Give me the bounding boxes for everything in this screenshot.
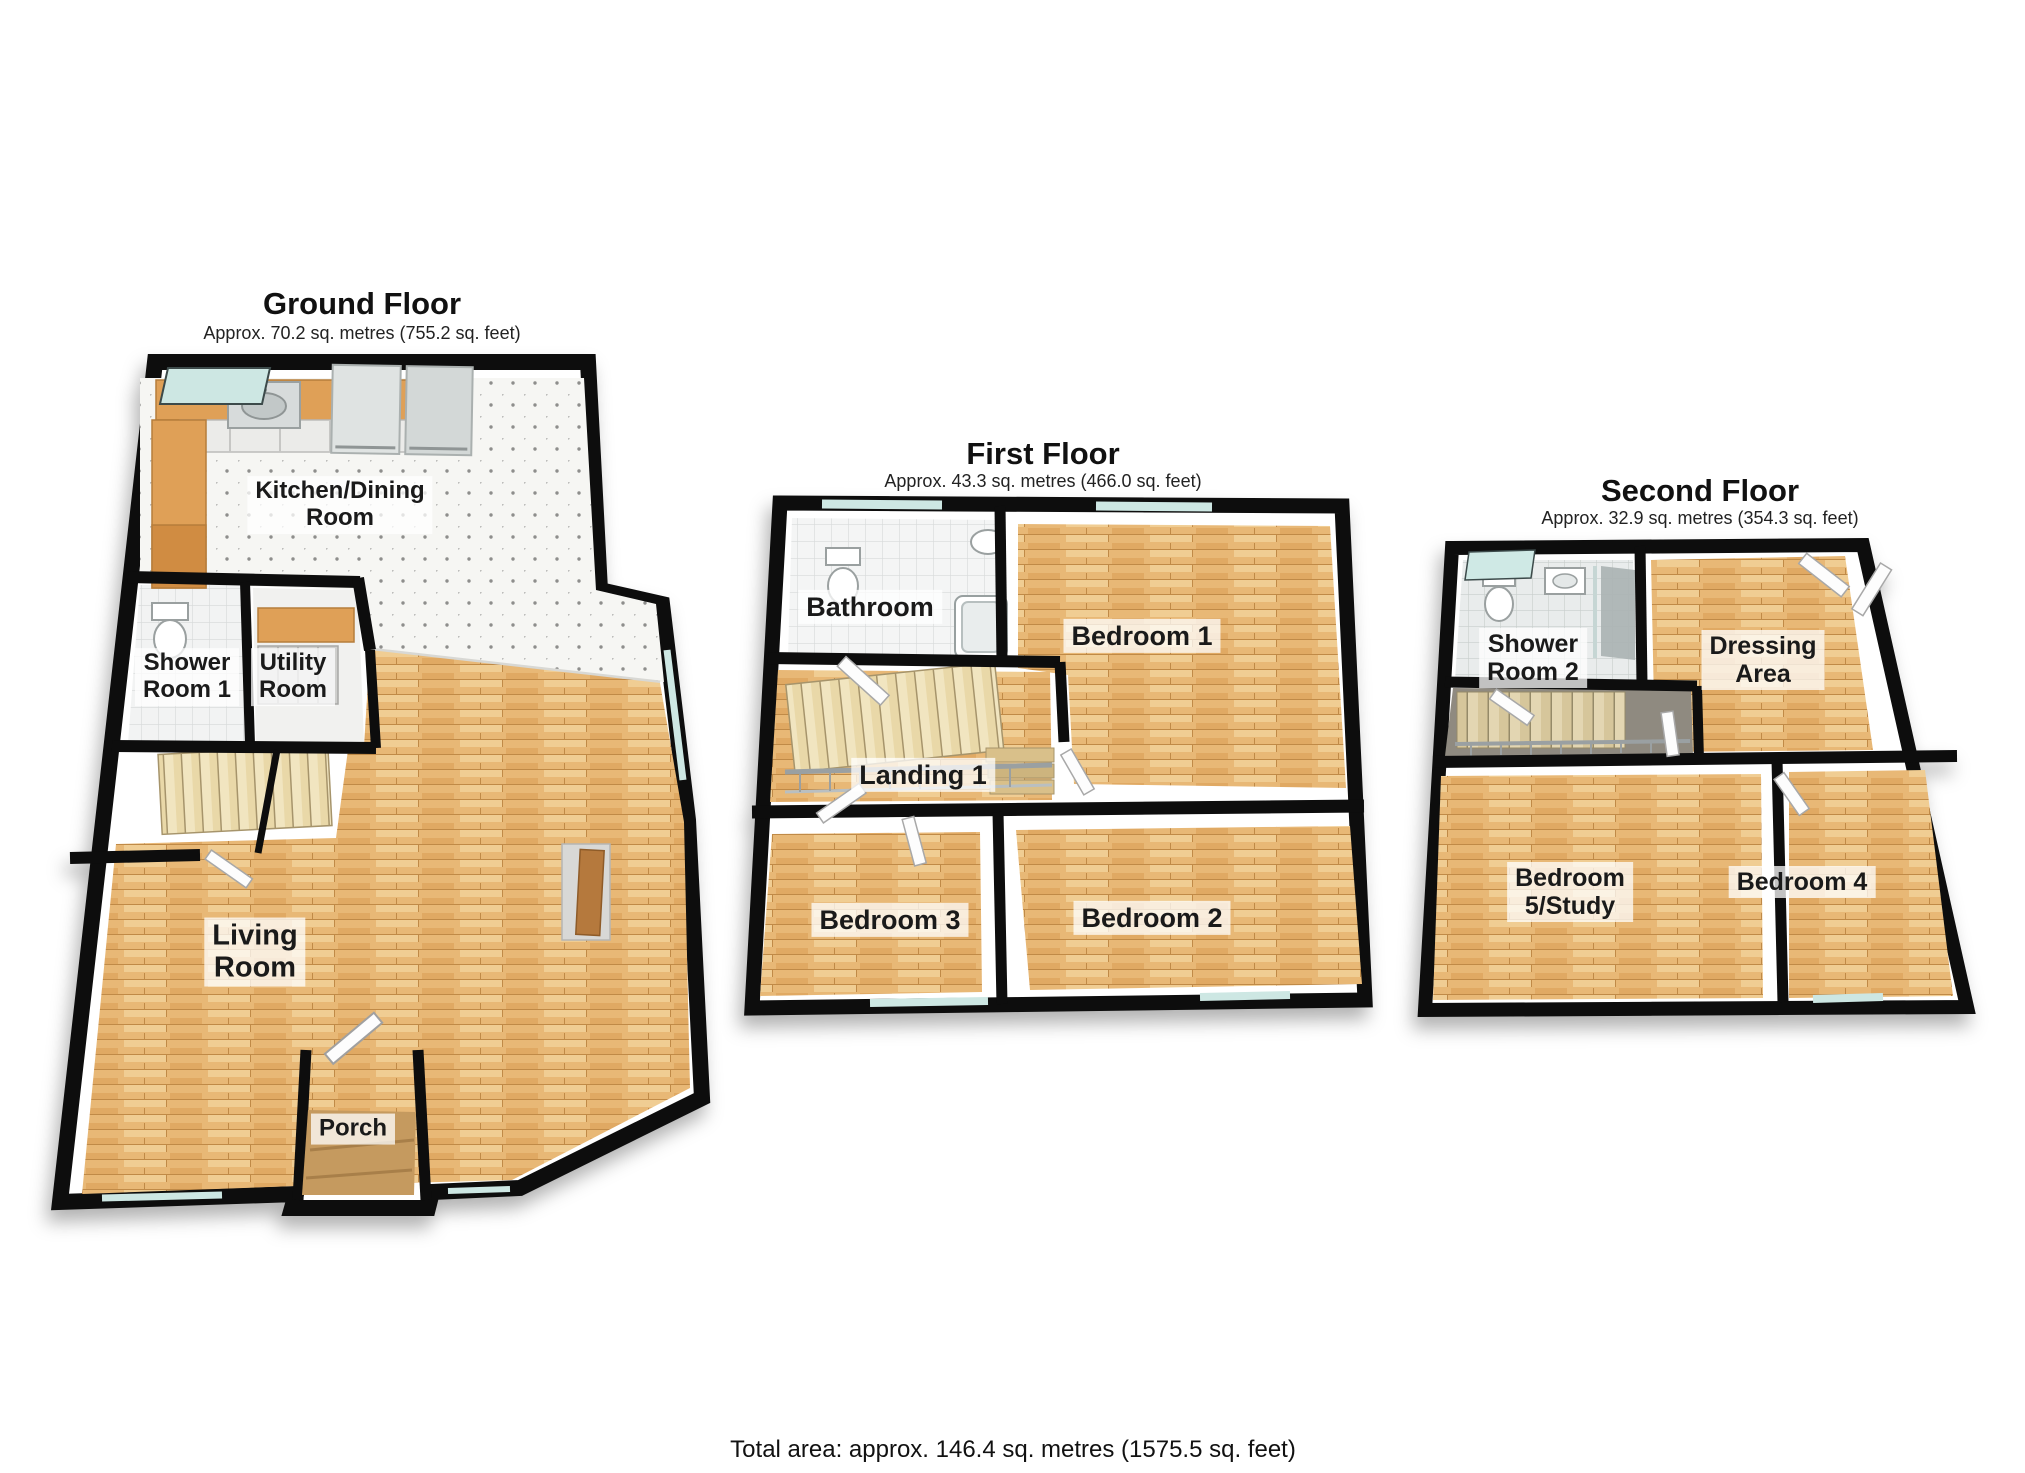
floor-title-first: First Floor xyxy=(966,436,1120,471)
floor-subtitle-first: Approx. 43.3 sq. metres (466.0 sq. feet) xyxy=(884,471,1202,491)
room-label-bedroom-4: Bedroom 4 xyxy=(1728,866,1876,898)
room-label-living-room: Living Room xyxy=(204,917,306,987)
bedroom-1-floor xyxy=(1018,524,1346,788)
room-label-porch: Porch xyxy=(310,1113,396,1145)
room-label-bedroom-3: Bedroom 3 xyxy=(811,902,969,938)
room-label-bedroom-5-study: Bedroom 5/Study xyxy=(1507,862,1633,922)
room-label-dressing-area: Dressing Area xyxy=(1701,630,1825,690)
first-door-leaves xyxy=(815,655,1096,867)
living-room-door-leaf xyxy=(204,849,254,889)
ground-floor-plan xyxy=(51,354,711,1216)
kitchen-sliding-doors xyxy=(330,363,474,457)
floor-title-second: Second Floor xyxy=(1600,473,1800,508)
floor-subtitle-second: Approx. 32.9 sq. metres (354.3 sq. feet) xyxy=(1541,508,1859,528)
shower-room-2-sink xyxy=(1544,567,1586,595)
floor-title-ground: Ground Floor xyxy=(262,286,462,321)
porch-door-leaf xyxy=(323,1011,384,1066)
ground-stairs xyxy=(157,744,333,836)
shower-enclosure xyxy=(1593,566,1635,660)
room-label-shower-room-2: Shower Room 2 xyxy=(1479,628,1587,688)
room-label-kitchen-dining: Kitchen/Dining Room xyxy=(247,476,433,534)
first-floor-plan xyxy=(744,495,1373,1016)
room-label-shower-room-1: Shower Room 1 xyxy=(134,648,240,706)
room-label-bedroom-2: Bedroom 2 xyxy=(1073,900,1231,936)
stair-corridor xyxy=(1445,688,1693,756)
ground-windows xyxy=(101,649,687,1202)
room-label-landing-1: Landing 1 xyxy=(851,757,995,793)
first-interior-walls xyxy=(751,505,1365,1005)
first-windows xyxy=(821,499,1291,1007)
second-floor-plan xyxy=(1417,537,1976,1018)
ground-interior-walls xyxy=(69,571,432,1201)
shower-room-2-window-pane xyxy=(1464,549,1536,581)
room-label-bathroom: Bathroom xyxy=(798,589,942,625)
room-label-bedroom-1: Bedroom 1 xyxy=(1063,618,1221,654)
second-door-leaves xyxy=(1488,552,1893,817)
room-label-utility-room: Utility Room xyxy=(251,648,335,706)
kitchen-window-pane xyxy=(158,367,272,405)
fireplace-unit xyxy=(561,843,611,941)
second-windows xyxy=(1812,993,1884,1003)
floor-subtitle-ground: Approx. 70.2 sq. metres (755.2 sq. feet) xyxy=(203,323,521,343)
total-area-text: Total area: approx. 146.4 sq. metres (15… xyxy=(730,1436,1296,1463)
ground-living-floor xyxy=(82,647,690,1194)
